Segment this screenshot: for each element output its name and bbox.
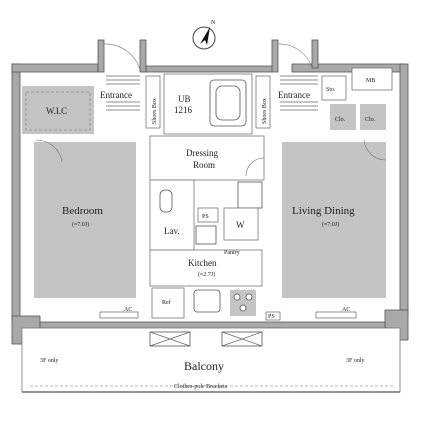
meter-box (351, 67, 393, 91)
label-ps-lower: PS (268, 314, 275, 320)
entrance-right-door (277, 43, 313, 69)
label-balcony: Balcony (184, 359, 224, 373)
label-shoes-box-left: Shoes Box (152, 98, 158, 124)
shoes-box-right (255, 75, 271, 129)
dressing-door (245, 157, 265, 177)
compass-label: N (211, 20, 216, 26)
label-entrance-left: Entrance (100, 90, 132, 100)
label-entrance-right: Entrance (278, 90, 310, 100)
storage (321, 75, 347, 101)
ac-unit-left (99, 311, 139, 319)
sink-counter (237, 181, 263, 209)
label-bedroom-area: (≈7.0J) (72, 221, 89, 228)
label-lav: Lav. (164, 226, 180, 236)
refrigerator (151, 287, 185, 319)
living-door (363, 139, 387, 161)
bedroom-door (35, 139, 63, 163)
stove (230, 290, 256, 316)
closet-2 (360, 104, 386, 130)
toilet (159, 189, 173, 213)
label-dressing-line1: Dressing (186, 148, 218, 158)
entrance-left-door (103, 43, 141, 71)
label-washer: W (236, 220, 245, 230)
entrance-left-steps (106, 75, 140, 111)
dressing-room (149, 135, 265, 181)
label-clo-2: Clo. (365, 117, 376, 123)
label-ub-line1: UB (178, 94, 191, 104)
walk-in-closet (22, 86, 94, 134)
ps-box-upper (197, 207, 219, 223)
label-3f-only-right: 3F only (346, 358, 365, 364)
sink (193, 289, 221, 313)
living-dining (282, 142, 386, 298)
label-pantry: Pantry (224, 250, 240, 256)
label-dressing-line2: Room (193, 160, 215, 170)
label-living-area: (≈7.0J) (322, 221, 339, 228)
label-ub-line2: 1216 (174, 105, 193, 115)
compass-icon (192, 26, 216, 50)
bedroom (34, 142, 136, 298)
pantry-shelf (195, 225, 217, 245)
lavatory (149, 179, 195, 251)
entrance-right-steps (280, 75, 318, 111)
label-clo-1: Clo. (335, 117, 346, 123)
kitchen (149, 249, 263, 287)
label-mb: MB (366, 78, 375, 84)
label-wic: W.I.C (46, 106, 67, 116)
label-bedroom: Bedroom (62, 205, 103, 217)
closet-1 (330, 104, 356, 130)
label-kitchen-area: (≈2.7J) (198, 271, 215, 278)
label-sto: Sto. (326, 87, 336, 93)
shoes-box-left (145, 75, 161, 129)
label-3f-only-left: 3F only (40, 358, 59, 364)
ps-box-lower (265, 311, 281, 321)
label-ac-left: AC (124, 307, 132, 313)
label-ac-right: AC (342, 307, 350, 313)
ac-unit-right (315, 311, 357, 319)
label-shoes-box-right: Shoes Box (262, 98, 268, 124)
label-clothes-pole: Clothes-pole Brackets (174, 384, 228, 390)
label-ps-upper: PS (202, 214, 209, 220)
label-kitchen: Kitchen (188, 258, 217, 268)
washer-space (223, 207, 259, 241)
label-ref: Ref (162, 299, 171, 306)
label-living: Living Dining (292, 205, 355, 217)
